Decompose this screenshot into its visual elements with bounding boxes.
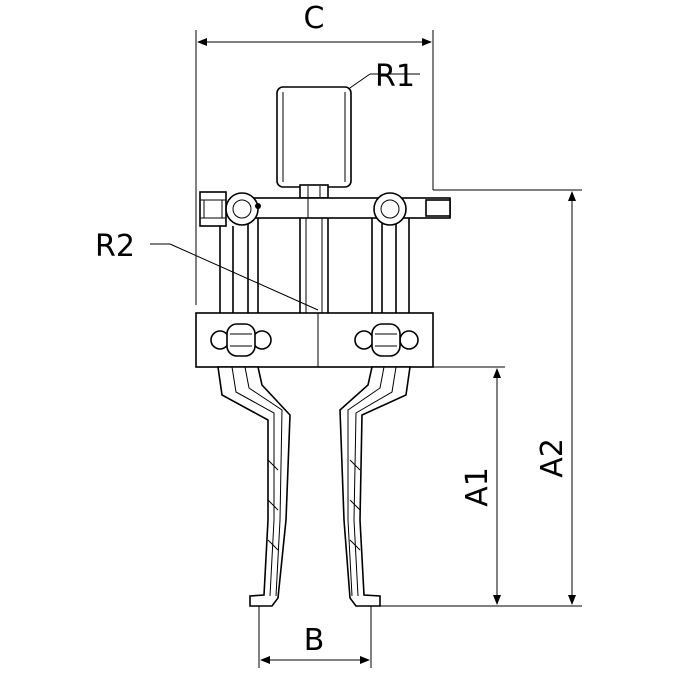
- callout-r1: R1: [323, 59, 420, 107]
- label-r2: R2: [95, 229, 135, 264]
- label-a2: A2: [535, 438, 570, 478]
- right-jaw: [339, 366, 411, 607]
- spindle-shaft: [299, 215, 329, 313]
- label-c: C: [304, 1, 325, 36]
- middle-block: [195, 312, 434, 368]
- label-b: B: [304, 623, 325, 658]
- dimension-b: B: [258, 606, 372, 668]
- dimension-a1: A1: [380, 366, 582, 607]
- dimension-c: C: [195, 1, 434, 305]
- label-r1: R1: [375, 59, 415, 94]
- pivot-joints-top: [225, 192, 407, 226]
- spindle-head: [276, 86, 352, 199]
- label-a1: A1: [460, 467, 495, 507]
- arm-rods: [219, 218, 410, 313]
- left-jaw: [217, 366, 291, 607]
- dimension-a2: A2: [433, 189, 582, 605]
- callout-r2: R2: [95, 229, 319, 311]
